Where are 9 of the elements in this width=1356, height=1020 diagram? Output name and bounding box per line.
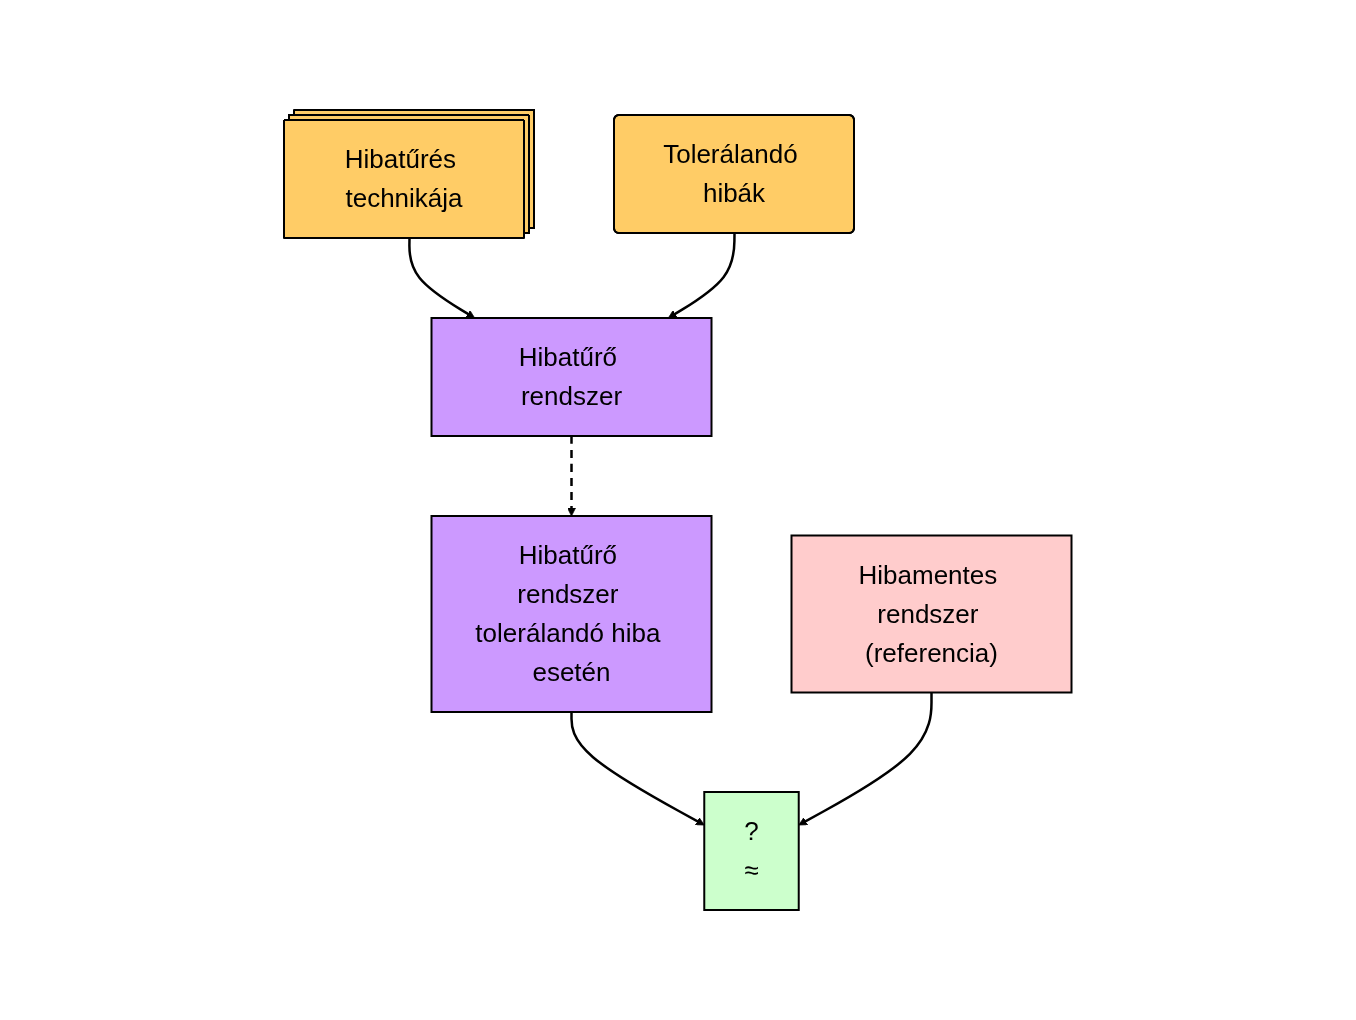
- arrow: [570, 712, 705, 826]
- node-box: ? ≈: [703, 791, 800, 911]
- node-box: Hibamentes rendszer (referencia): [790, 534, 1073, 694]
- arrow: [408, 238, 476, 319]
- arrow: [567, 436, 577, 517]
- node-box: Hibatűrő rendszer tolerálandó hiba esetén: [430, 515, 713, 713]
- arrow: [668, 233, 736, 319]
- node-box: Hibatűrő rendszer: [430, 317, 713, 437]
- arrow: [798, 692, 933, 826]
